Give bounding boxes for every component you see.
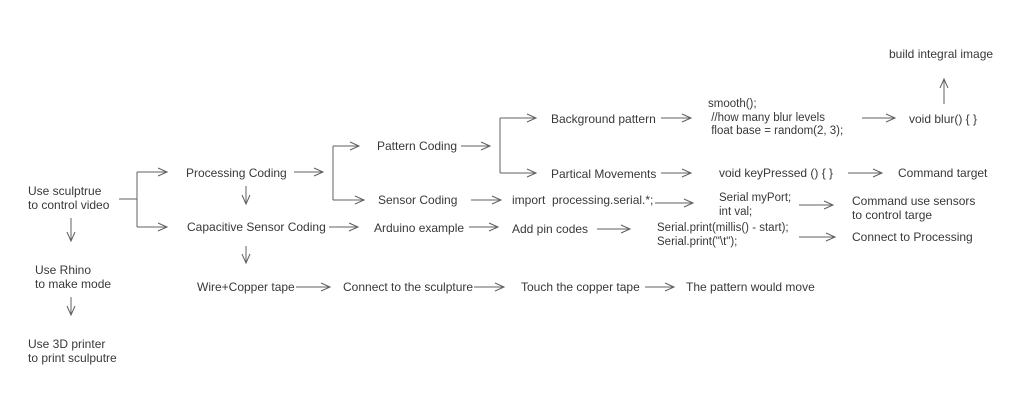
- node-wire-copper-tape: Wire+Copper tape: [197, 280, 295, 294]
- node-connect-to-sculpture: Connect to the sculpture: [343, 280, 474, 294]
- node-add-pin-codes: Add pin codes: [512, 222, 589, 236]
- node-serial-print: Serial.print(millis() - start); Serial.p…: [657, 222, 789, 248]
- edge-sculpture-fork: [119, 172, 138, 227]
- node-use-rhino: Use Rhino to make mode: [35, 263, 112, 291]
- node-partical-movements: Partical Movements: [551, 167, 657, 181]
- node-connect-to-processing: Connect to Processing: [852, 230, 973, 244]
- node-command-target: Command target: [898, 166, 988, 180]
- node-serial-myport: Serial myPort; int val;: [719, 192, 792, 218]
- node-void-blur: void blur() { }: [909, 112, 978, 126]
- node-sensor-coding: Sensor Coding: [378, 193, 458, 207]
- node-pattern-coding: Pattern Coding: [377, 139, 458, 153]
- node-void-keypressed: void keyPressed () { }: [719, 166, 834, 180]
- node-processing-coding: Processing Coding: [186, 166, 287, 180]
- node-smooth-code-block: smooth(); //how many blur levels float b…: [708, 98, 844, 137]
- node-command-use-sensors: Command use sensors to control targe: [852, 194, 976, 222]
- node-build-integral-image: build integral image: [889, 47, 994, 61]
- node-pattern-would-move: The pattern would move: [686, 280, 815, 294]
- node-arduino-example: Arduino example: [374, 221, 465, 235]
- node-capacitive-sensor-coding: Capacitive Sensor Coding: [187, 220, 326, 234]
- node-import-serial: import processing.serial.*;: [512, 193, 654, 207]
- node-background-pattern: Background pattern: [551, 112, 656, 126]
- node-use-3d-printer: Use 3D printer to print sculputre: [28, 337, 117, 365]
- node-touch-copper-tape: Touch the copper tape: [521, 280, 640, 294]
- node-use-sculpture: Use sculptrue to control video: [28, 184, 110, 212]
